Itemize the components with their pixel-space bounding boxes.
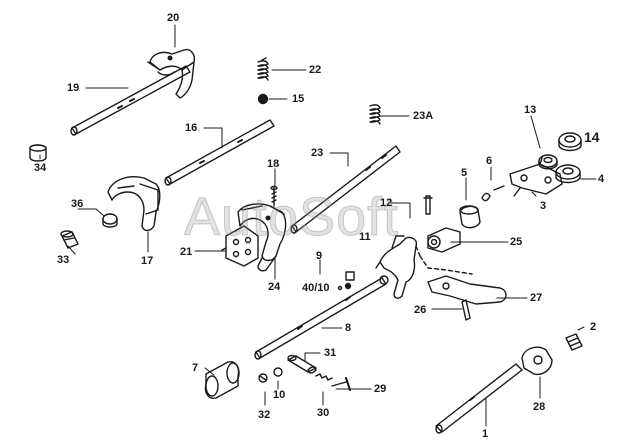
bracket-3	[509, 157, 563, 197]
shift-rail-8	[254, 275, 389, 360]
callout-22: 22	[309, 64, 322, 76]
shift-rail-16	[164, 119, 275, 186]
callout-15: 15	[292, 93, 305, 105]
callout-6: 6	[486, 155, 493, 167]
collar-28	[521, 346, 553, 376]
pin-9	[345, 271, 355, 281]
callout-2: 2	[590, 321, 597, 333]
callout-23: 23	[311, 147, 324, 159]
callout-26: 26	[414, 304, 427, 316]
callout-34: 34	[34, 162, 47, 174]
callout-4: 4	[598, 173, 605, 185]
callout-14: 14	[584, 129, 600, 145]
bushing-25	[427, 227, 461, 253]
callout-17: 17	[141, 255, 154, 267]
callout-33: 33	[57, 254, 70, 266]
callout-16: 16	[185, 122, 198, 134]
callout-9: 9	[316, 250, 323, 262]
callout-23a: 23A	[413, 110, 434, 122]
shift-fork-17	[107, 176, 161, 232]
callout-21: 21	[180, 246, 193, 258]
washer-13	[538, 154, 558, 170]
screw-29	[331, 377, 351, 391]
screw-2	[565, 333, 583, 351]
callout-40-10: 40/10	[302, 282, 330, 294]
callout-30: 30	[317, 407, 330, 419]
shift-rail-1	[435, 363, 523, 434]
callout-24: 24	[268, 281, 281, 293]
shift-rail-19	[70, 65, 191, 136]
nut-4	[555, 164, 581, 184]
spring-30	[307, 366, 333, 381]
shift-fork-20	[147, 48, 196, 99]
callout-11: 11	[359, 231, 371, 243]
callout-29: 29	[374, 383, 387, 395]
lever-27	[415, 245, 507, 305]
plug-34	[29, 144, 47, 162]
nut-14	[558, 132, 582, 152]
pin-26	[461, 299, 471, 321]
ball-10	[273, 367, 283, 377]
callout-31: 31	[324, 347, 337, 359]
ball-40-10	[337, 282, 352, 291]
pin-31	[287, 354, 317, 373]
plug-33	[60, 230, 79, 249]
callout-19: 19	[67, 82, 80, 94]
callout-27: 27	[530, 292, 543, 304]
shift-fork-24	[237, 203, 287, 272]
callout-32: 32	[258, 409, 271, 421]
callout-8: 8	[345, 322, 352, 334]
callout-12: 12	[380, 197, 393, 209]
lever-11	[375, 235, 418, 299]
ball-32	[258, 373, 268, 383]
bushing-5	[459, 205, 481, 229]
callout-7: 7	[192, 362, 199, 374]
callout-20: 20	[167, 12, 180, 24]
callout-36: 36	[71, 198, 84, 210]
callout-13: 13	[524, 104, 537, 116]
callout-28: 28	[533, 401, 546, 413]
shift-rail-23	[290, 145, 401, 234]
spring-22	[257, 57, 269, 81]
callout-25: 25	[510, 236, 523, 248]
pin-12	[423, 195, 433, 215]
bushing-7	[204, 361, 240, 399]
callout-18: 18	[267, 158, 280, 170]
ball-15	[257, 93, 269, 105]
callout-3: 3	[540, 200, 547, 212]
screw-18	[270, 185, 278, 207]
plug-36	[102, 213, 118, 228]
callout-5: 5	[461, 167, 468, 179]
spring-6	[481, 185, 505, 202]
interlock-21	[221, 225, 259, 267]
callout-1: 1	[482, 428, 489, 440]
spring-23a	[369, 104, 381, 125]
callout-10: 10	[273, 389, 286, 401]
